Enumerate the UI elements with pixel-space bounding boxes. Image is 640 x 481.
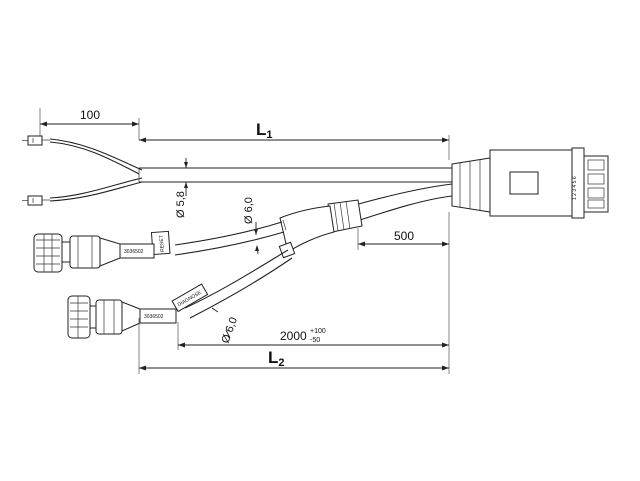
main-cable: Ø 5,8 [138,158,452,218]
branch-cables: Ø 6,0 Ø 6,0 RESET DIAGNOSE [150,183,453,345]
lower-branch-diameter: Ø 6,0 [220,316,240,345]
spade-terminal-upper [27,135,43,146]
svg-text:3036502: 3036502 [144,314,164,320]
upper-round-connector: 3036502 [33,233,155,273]
flying-leads [22,135,143,206]
dimension-100: 100 [39,108,140,140]
lower-round-connector: 3036502 [67,295,177,339]
spade-terminal-lower [27,195,43,206]
dimension-l2-label: L2 [268,348,285,369]
dimension-500: 500 [357,212,450,250]
upper-coupling-nut [33,233,63,273]
upper-branch-diameter: Ø 6,0 [243,197,255,224]
main-connector: 1 2 3 4 5 6 [451,147,609,219]
dimension-l1: L1 [139,120,450,160]
dimension-100-label: 100 [80,108,100,122]
main-connector-window [509,171,539,195]
dimension-2000-label: 2000 [280,329,307,343]
svg-text:1 2 3 4 5 6: 1 2 3 4 5 6 [572,176,578,200]
main-cable-diameter: Ø 5,8 [175,191,187,218]
lower-coupling-nut [67,295,91,339]
reset-tag-label: RESET [159,235,166,252]
dimension-l1-label: L1 [256,120,273,141]
y-splitter [279,205,335,253]
dimension-l2: L2 [138,318,449,374]
dimension-2000: 2000 +100 -50 [177,250,450,374]
diagnose-tag [171,283,209,313]
dimension-2000-tol-plus: +100 [310,328,326,335]
dimension-500-label: 500 [394,229,414,243]
main-connector-boot [451,157,491,213]
svg-text:3036502: 3036502 [124,249,144,255]
dimension-2000-tol-minus: -50 [310,337,320,344]
